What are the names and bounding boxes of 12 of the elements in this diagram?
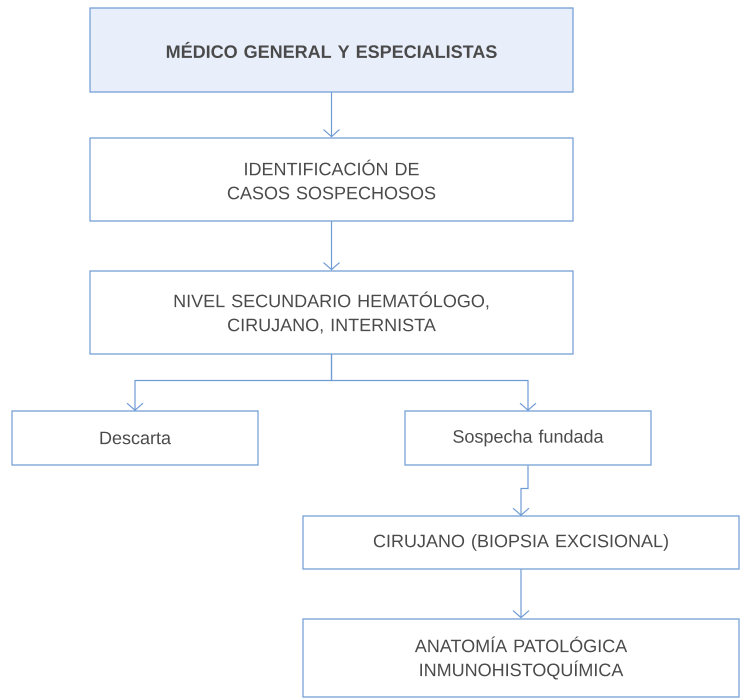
process-box: ANATOMÍA PATOLÓGICA INMUNOHISTOQUÍMICA [302, 618, 740, 698]
arrow [323, 222, 340, 270]
arrow [323, 92, 340, 138]
outcome-box: Sospecha fundada [404, 410, 652, 466]
process-box: NIVEL SECUNDARIO HEMATÓLOGO, CIRUJANO, INTERNISTA [89, 270, 574, 355]
arrow [512, 466, 530, 516]
process-box: IDENTIFICACIÓN DE CASOS SOSPECHOSOS [89, 137, 574, 222]
header-box: MÉDICO GENERAL Y ESPECIALISTAS [89, 7, 574, 93]
arrow [330, 354, 536, 411]
process-box: CIRUJANO (BIOPSIA EXCISIONAL) [302, 515, 740, 570]
arrow [512, 570, 530, 618]
outcome-box: Descarta [11, 410, 259, 466]
